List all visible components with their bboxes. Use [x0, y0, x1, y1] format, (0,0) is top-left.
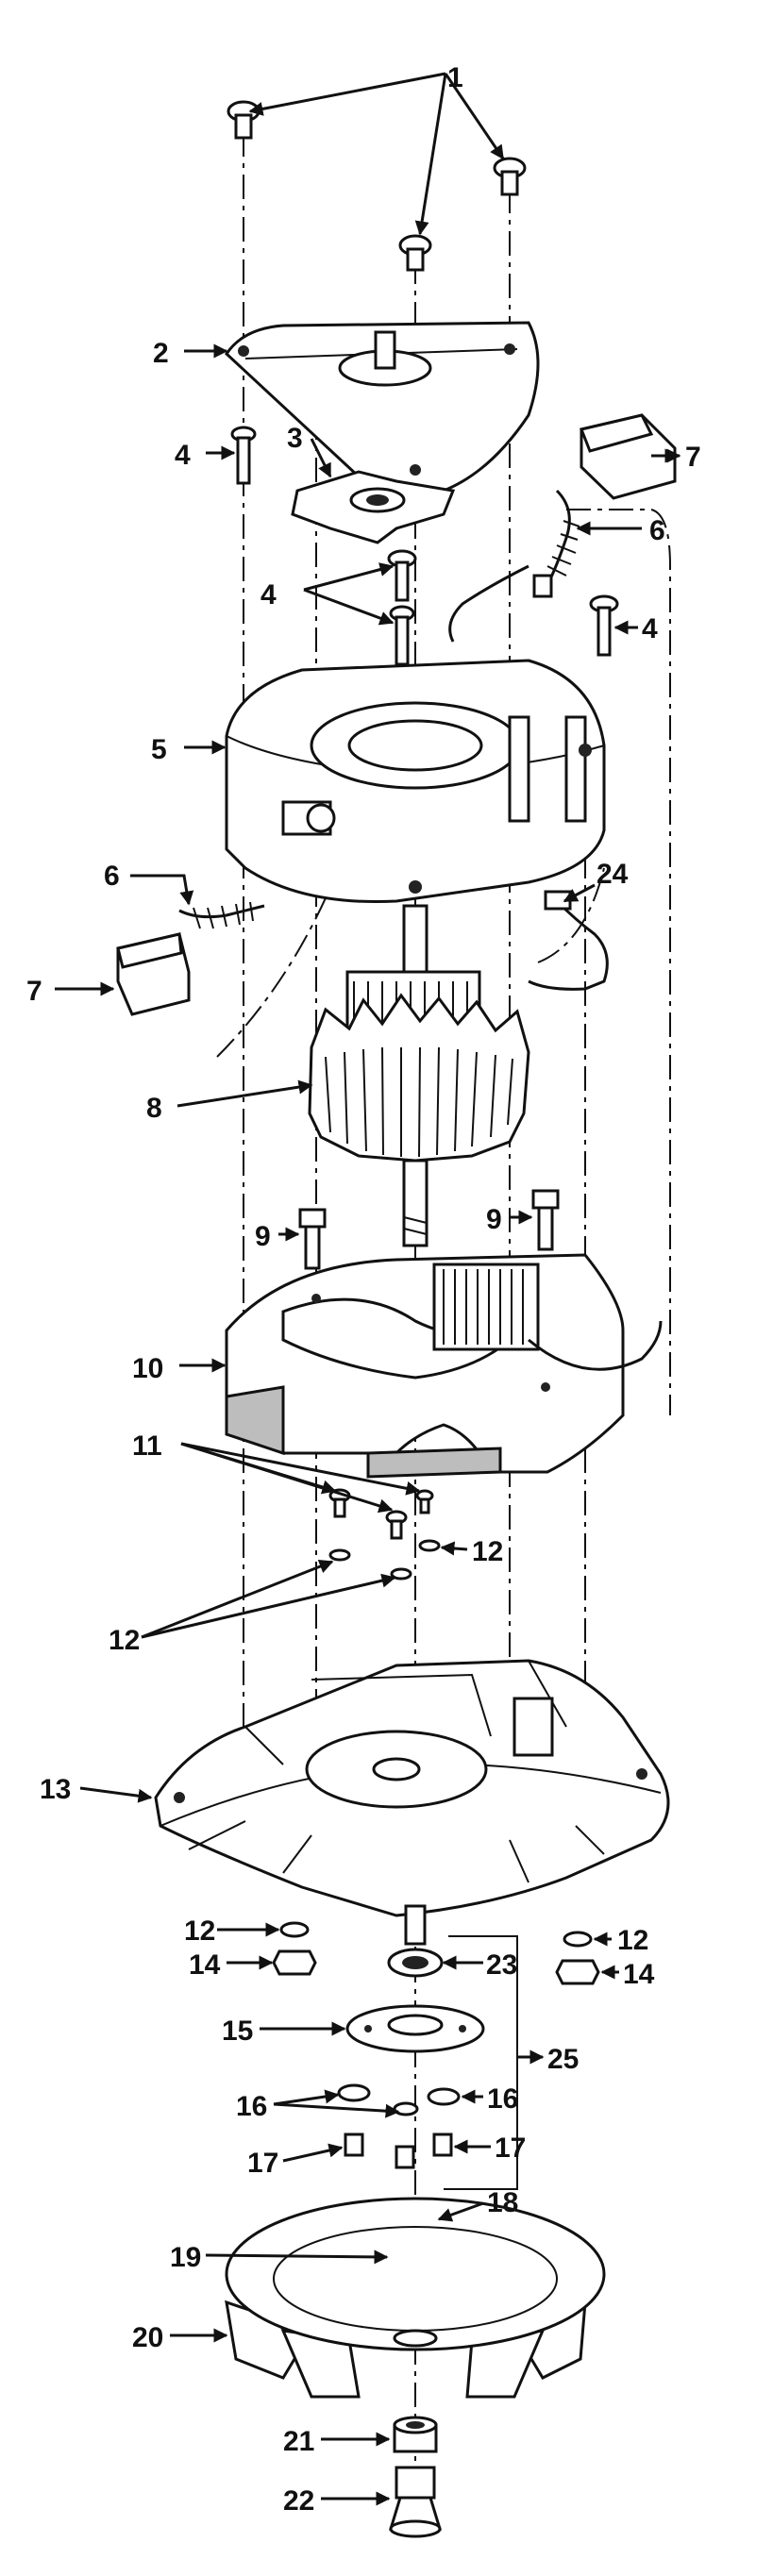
end-plate-part-2	[225, 321, 540, 495]
lock-washer-part-12	[279, 1539, 593, 1948]
callout-labels: 1 2 3 4 4 4 5 6 6 7 7 8 9 9 10 11 12 12 …	[26, 62, 701, 2517]
callout-17a: 17	[247, 2148, 278, 2179]
washer-part-16	[337, 2083, 461, 2116]
callout-11: 11	[132, 1430, 162, 1462]
callout-12c: 12	[184, 1915, 215, 1947]
housing-part-5	[225, 659, 606, 904]
callout-22: 22	[283, 2485, 314, 2517]
callout-14a: 14	[189, 1949, 221, 1981]
fan-part-20	[225, 2197, 606, 2399]
callout-9a: 9	[255, 1221, 271, 1252]
callout-25: 25	[547, 2044, 579, 2075]
pulley-part-22	[388, 2466, 443, 2538]
screw-part-1	[227, 100, 527, 272]
callout-15: 15	[222, 2016, 253, 2047]
callout-4b: 4	[260, 579, 277, 611]
callout-19: 19	[170, 2242, 201, 2273]
field-coil-part-10	[225, 1253, 663, 1479]
callout-3: 3	[287, 423, 303, 454]
brush-plate-part-3	[291, 470, 456, 544]
armature-part-8	[308, 904, 530, 1247]
bracket-part-25	[444, 1935, 518, 2190]
callout-9b: 9	[486, 1204, 502, 1235]
callout-12d: 12	[617, 1925, 648, 1956]
callout-6b: 6	[104, 861, 120, 892]
callout-24: 24	[597, 859, 629, 890]
callout-8: 8	[146, 1093, 162, 1124]
nut-part-21	[393, 2416, 438, 2453]
callout-18: 18	[487, 2187, 518, 2218]
callout-7b: 7	[26, 976, 42, 1007]
wire-lead-part-24	[528, 890, 609, 991]
screw-part-4	[230, 426, 619, 666]
nut-part-14	[272, 1949, 600, 1985]
callout-13: 13	[40, 1774, 71, 1805]
screw-part-17	[344, 2133, 453, 2169]
small-screw-part-11	[328, 1488, 434, 1540]
brush-cap-part-7	[116, 413, 677, 1016]
callout-21: 21	[283, 2426, 314, 2457]
base-frame-part-13	[154, 1659, 670, 1946]
callout-16b: 16	[487, 2083, 518, 2115]
callout-2: 2	[153, 338, 169, 369]
brush-spring-part-6	[178, 489, 580, 929]
callout-1: 1	[447, 62, 463, 93]
retainer-plate-part-15	[345, 2004, 485, 2053]
callout-5: 5	[151, 734, 167, 765]
callout-16a: 16	[236, 2091, 267, 2122]
callout-4c: 4	[642, 613, 658, 644]
bolt-part-9	[298, 1189, 560, 1270]
callout-12a: 12	[472, 1536, 503, 1567]
callout-4a: 4	[175, 440, 191, 471]
callout-17b: 17	[495, 2133, 526, 2164]
callout-7a: 7	[685, 442, 701, 473]
callout-14b: 14	[623, 1959, 655, 1990]
callout-20: 20	[132, 2322, 163, 2353]
callout-10: 10	[132, 1353, 163, 1384]
callout-12b: 12	[109, 1625, 140, 1656]
callout-6a: 6	[649, 515, 665, 546]
leader-lines	[55, 72, 681, 2506]
callout-23: 23	[486, 1949, 517, 1981]
bearing-part-23	[387, 1948, 444, 1978]
